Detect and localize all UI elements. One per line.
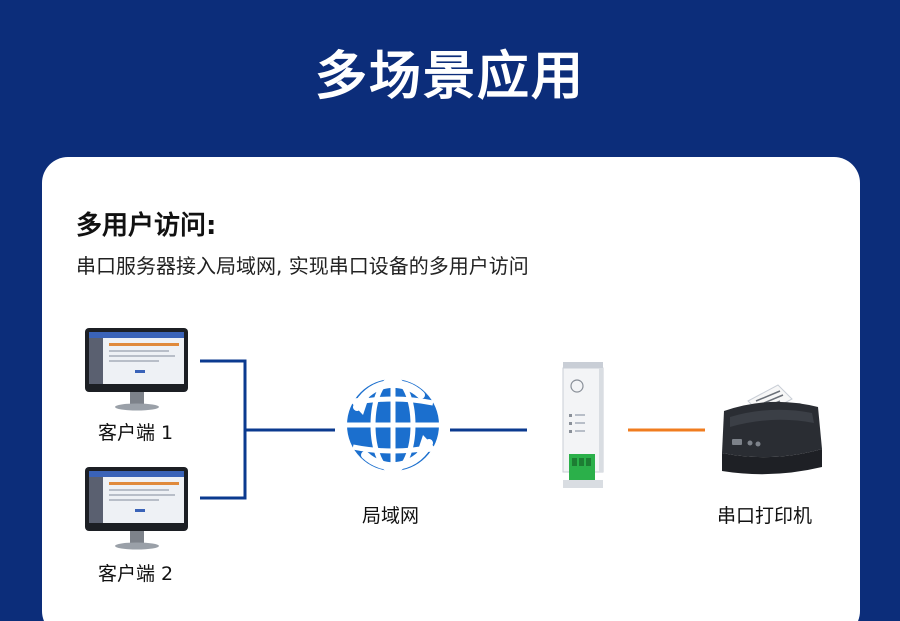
receipt-printer-icon [722, 384, 822, 475]
client2-label: 客户端 2 [98, 563, 174, 585]
client2-connector [200, 430, 247, 500]
printer-label: 串口打印机 [717, 505, 813, 527]
section-heading: 多用户访问: [76, 211, 217, 241]
section-description: 串口服务器接入局域网, 实现串口设备的多用户访问 [76, 254, 529, 278]
serial-server-device-icon [562, 362, 604, 488]
globe-icon [347, 376, 439, 474]
network-connectors [200, 359, 705, 500]
client1-connector [200, 359, 247, 430]
monitor-icon [85, 328, 188, 411]
lan-label: 局域网 [362, 505, 420, 527]
page-title: 多场景应用 [314, 47, 585, 107]
monitor-icon [85, 467, 188, 550]
client1-label: 客户端 1 [98, 422, 174, 444]
